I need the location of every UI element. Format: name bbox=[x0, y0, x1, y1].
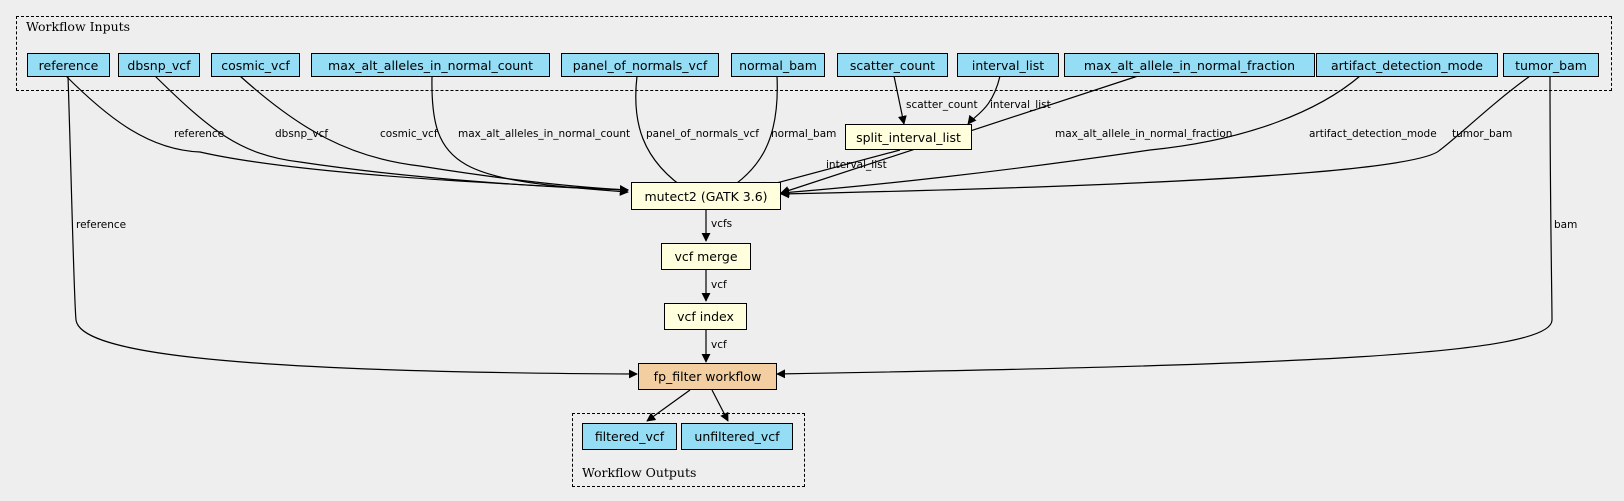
edge-label-dbsnp: dbsnp_vcf bbox=[275, 128, 328, 140]
edge-label-reference-fp: reference bbox=[76, 219, 126, 231]
edge-label-interval: interval_list bbox=[990, 99, 1051, 111]
input-reference[interactable]: reference bbox=[27, 53, 110, 77]
edge-label-reference: reference bbox=[174, 128, 224, 140]
output-unfiltered-vcf[interactable]: unfiltered_vcf bbox=[681, 423, 793, 450]
edge-dbsnp-mutect2 bbox=[154, 75, 629, 195]
step-vcf-index[interactable]: vcf index bbox=[664, 303, 747, 330]
output-filtered-vcf[interactable]: filtered_vcf bbox=[582, 423, 677, 450]
input-dbsnp-vcf[interactable]: dbsnp_vcf bbox=[118, 53, 200, 77]
edge-label-maxcount: max_alt_alleles_in_normal_count bbox=[458, 128, 630, 140]
edge-label-artifact: artifact_detection_mode bbox=[1309, 128, 1437, 140]
workflow-outputs-label: Workflow Outputs bbox=[582, 465, 697, 480]
edge-label-normal: normal_bam bbox=[771, 128, 836, 140]
edge-tumor-fpfilter bbox=[776, 75, 1553, 379]
edge-tumor-mutect2 bbox=[780, 75, 1531, 199]
workflow-inputs-cluster bbox=[16, 16, 1612, 91]
input-tumor-bam[interactable]: tumor_bam bbox=[1503, 53, 1599, 77]
edge-label-vcf-index: vcf bbox=[711, 339, 727, 351]
input-artifact-detection-mode[interactable]: artifact_detection_mode bbox=[1316, 53, 1498, 77]
input-scatter-count[interactable]: scatter_count bbox=[837, 53, 948, 77]
edge-maxcount-mutect2 bbox=[431, 75, 629, 196]
edge-label-vcf-merge: vcf bbox=[711, 279, 727, 291]
edge-label-cosmic: cosmic_vcf bbox=[380, 128, 438, 140]
input-normal-bam[interactable]: normal_bam bbox=[731, 53, 825, 77]
edge-label-tumor: tumor_bam bbox=[1452, 128, 1512, 140]
edge-scatter-split bbox=[893, 75, 907, 125]
workflow-outputs-cluster bbox=[572, 413, 805, 487]
edge-label-maxfrac: max_alt_allele_in_normal_fraction bbox=[1055, 128, 1232, 140]
step-split-interval-list[interactable]: split_interval_list bbox=[845, 124, 972, 150]
edge-cosmic-mutect2 bbox=[239, 75, 629, 195]
edge-interval-split bbox=[967, 75, 1001, 125]
edge-label-scatter: scatter_count bbox=[906, 99, 978, 111]
input-interval-list[interactable]: interval_list bbox=[957, 53, 1059, 77]
workflow-inputs-label: Workflow Inputs bbox=[26, 19, 131, 34]
edge-label-vcfs: vcfs bbox=[711, 218, 732, 230]
step-vcf-merge[interactable]: vcf merge bbox=[661, 243, 751, 270]
edge-label-split: interval_list bbox=[826, 159, 887, 171]
edge-fpfilter-filtered bbox=[646, 389, 691, 422]
edge-reference-fpfilter bbox=[67, 75, 638, 379]
edge-fpfilter-unfiltered bbox=[711, 389, 729, 422]
input-max-alt-allele-in-normal-fraction[interactable]: max_alt_allele_in_normal_fraction bbox=[1064, 53, 1315, 77]
input-max-alt-alleles-in-normal-count[interactable]: max_alt_alleles_in_normal_count bbox=[311, 53, 550, 77]
input-panel-of-normals-vcf[interactable]: panel_of_normals_vcf bbox=[561, 53, 719, 77]
edge-artifact-mutect2 bbox=[780, 75, 1361, 197]
step-mutect2[interactable]: mutect2 (GATK 3.6) bbox=[631, 182, 781, 210]
step-fp-filter-workflow[interactable]: fp_filter workflow bbox=[638, 363, 777, 390]
edge-pon-mutect2 bbox=[635, 75, 691, 193]
edge-split-mutect2 bbox=[757, 149, 901, 191]
edge-label-pon: panel_of_normals_vcf bbox=[646, 128, 759, 140]
input-cosmic-vcf[interactable]: cosmic_vcf bbox=[211, 53, 300, 77]
edge-label-bam: bam bbox=[1554, 219, 1577, 231]
